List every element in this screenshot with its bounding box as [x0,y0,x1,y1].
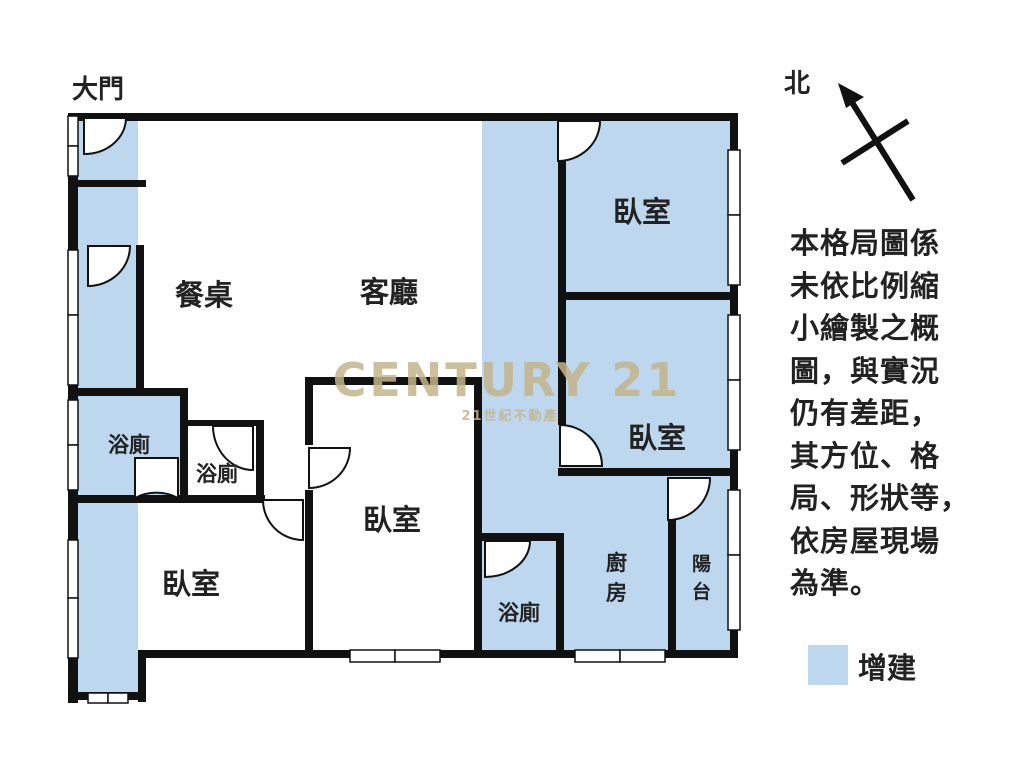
room-label-bath-right: 浴廁 [498,601,540,625]
door-swing [83,117,128,156]
addition-left-strip [78,499,138,695]
door-swing [211,425,254,472]
entrance-label: 大門 [72,75,124,105]
window [67,399,79,446]
door-swing [484,540,532,579]
window [727,214,741,286]
windows [67,115,741,704]
disclaimer-note: 本格局圖係 未依比例縮 小繪製之概 圖，與實況 仍有差距， 其方位、格 局、形狀… [790,222,980,605]
room-label-bedroom-top-right: 臥室 [613,195,671,229]
note-line: 圖，與實況 [790,353,941,388]
legend-label-addition: 增建 [858,651,916,685]
window [87,692,109,704]
door-swing [261,499,304,542]
doors [83,117,712,579]
room-label-bedroom-mid-right: 臥室 [628,421,686,455]
room-label-bath-small: 浴廁 [196,462,238,486]
room-label-balcony-1: 陽 [692,553,711,575]
note-line: 其方位、格 [790,438,941,473]
window [727,379,741,451]
note-line: 本格局圖係 [790,226,941,260]
watermark-brand: CENTURY 21 [333,353,682,407]
addition-right-wing [482,121,732,652]
legend-swatch-addition [808,645,848,685]
door-swing [308,447,352,490]
window [67,115,79,147]
window [67,145,79,177]
window [727,554,741,631]
window [67,314,79,386]
door-swing [667,477,712,522]
room-label-dining: 餐桌 [175,278,233,312]
window [727,314,741,381]
window [727,149,741,216]
door-swing [134,457,179,500]
window [67,597,79,659]
room-label-bedroom-left: 臥室 [162,567,220,601]
window [107,692,129,704]
window [727,489,741,556]
note-line: 局、形狀等， [790,481,971,515]
north-arrow-icon [838,83,916,202]
window [619,649,666,663]
note-line: 為準。 [790,566,881,600]
room-label-balcony-2: 台 [692,580,711,603]
window [67,249,79,316]
window [394,649,441,663]
addition-areas [78,121,732,695]
room-label-kitchen-2: 房 [606,581,627,605]
note-line: 依房屋現場 [790,523,941,558]
room-label-bedroom-middle: 臥室 [363,503,421,537]
window [349,649,396,663]
room-label-kitchen-1: 廚 [606,551,627,575]
window [67,444,79,491]
century21-watermark: CENTURY 21 21世紀不動產 [333,353,682,424]
note-line: 未依比例縮 [790,268,941,303]
watermark-subtitle: 21世紀不動產 [461,408,558,424]
north-label: 北 [784,69,810,99]
room-label-living: 客廳 [360,275,418,309]
door-swing [559,423,604,467]
note-line: 小繪製之概 [790,311,941,345]
door-swing [87,245,132,288]
room-label-bath-left: 浴廁 [108,433,150,457]
window [67,539,79,599]
door-swing [557,120,602,163]
note-line: 仍有差距， [790,396,941,430]
window [574,649,621,663]
